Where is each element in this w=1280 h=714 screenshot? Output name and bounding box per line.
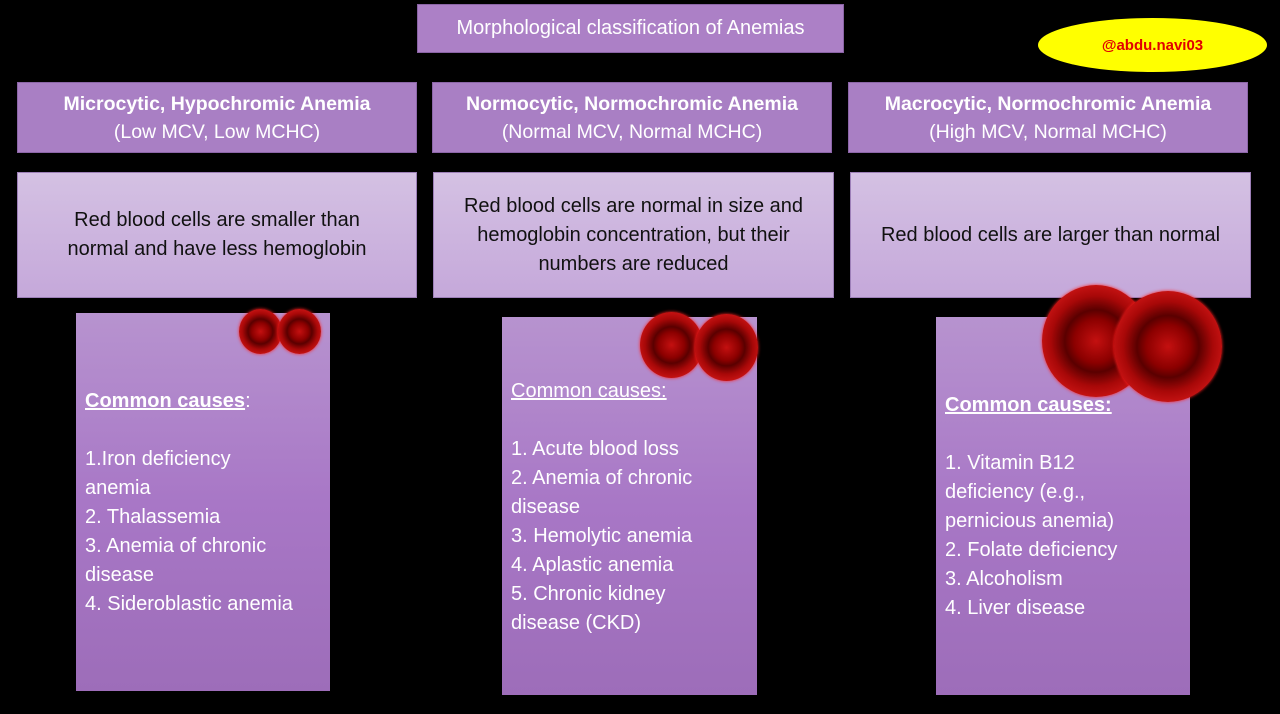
cause-item: 1. Acute blood loss (511, 438, 679, 460)
microcytic-causes: Common causes: 1.Iron deficiency anemia … (76, 313, 330, 691)
description-text: Red blood cells are normal in size and h… (463, 194, 804, 275)
causes-heading: Common causes: (85, 390, 251, 412)
page-title: Morphological classification of Anemias (417, 4, 844, 53)
macrocytic-header: Macrocytic, Normochromic Anemia (High MC… (848, 82, 1248, 153)
cause-item: 4. Sideroblastic anemia (85, 593, 293, 615)
cause-item: 2. Anemia of chronic disease (511, 467, 693, 518)
cause-item: 5. Chronic kidney disease (CKD) (511, 583, 666, 634)
cause-item: 3. Alcoholism (945, 568, 1063, 590)
macrocytic-description: Red blood cells are larger than normal (850, 172, 1251, 298)
cause-item: 3. Hemolytic anemia (511, 525, 693, 547)
header-subtitle: (High MCV, Normal MCHC) (929, 120, 1167, 143)
causes-list: 1. Acute blood loss 2. Anemia of chronic… (511, 435, 757, 638)
rbc-small-icon (278, 309, 321, 354)
microcytic-description: Red blood cells are smaller than normal … (17, 172, 417, 298)
watermark-badge: @abdu.navi03 (1038, 18, 1267, 72)
causes-heading: Common causes: (511, 380, 667, 402)
causes-list: 1. Vitamin B12 deficiency (e.g., pernici… (945, 449, 1190, 623)
microcytic-header: Microcytic, Hypochromic Anemia (Low MCV,… (17, 82, 417, 153)
cause-item: 4. Liver disease (945, 597, 1086, 619)
normocytic-causes: Common causes: 1. Acute blood loss 2. An… (502, 317, 757, 695)
causes-heading: Common causes: (945, 394, 1112, 416)
normocytic-header: Normocytic, Normochromic Anemia (Normal … (432, 82, 832, 153)
causes-list: 1.Iron deficiency anemia 2. Thalassemia … (85, 445, 330, 619)
cause-item: 2. Folate deficiency (945, 539, 1118, 561)
header-title: Macrocytic, Normochromic Anemia (884, 92, 1212, 115)
normocytic-description: Red blood cells are normal in size and h… (433, 172, 834, 298)
cause-item: 3. Anemia of chronic disease (85, 535, 267, 586)
header-subtitle: (Low MCV, Low MCHC) (113, 120, 321, 143)
watermark-text: @abdu.navi03 (1101, 36, 1204, 54)
description-text: Red blood cells are smaller than normal … (67, 209, 367, 260)
header-subtitle: (Normal MCV, Normal MCHC) (501, 120, 763, 143)
rbc-normal-icon (695, 314, 758, 381)
header-title: Normocytic, Normochromic Anemia (466, 92, 798, 115)
description-text: Red blood cells are larger than normal (880, 223, 1221, 246)
cause-item: 2. Thalassemia (85, 506, 221, 528)
cause-item: 1.Iron deficiency anemia (85, 448, 231, 499)
cause-item: 4. Aplastic anemia (511, 554, 674, 576)
rbc-large-icon (1114, 291, 1222, 402)
cause-item: 1. Vitamin B12 deficiency (e.g., pernici… (945, 452, 1114, 532)
rbc-small-icon (239, 309, 282, 354)
rbc-normal-icon (640, 312, 703, 378)
header-title: Microcytic, Hypochromic Anemia (63, 92, 371, 115)
